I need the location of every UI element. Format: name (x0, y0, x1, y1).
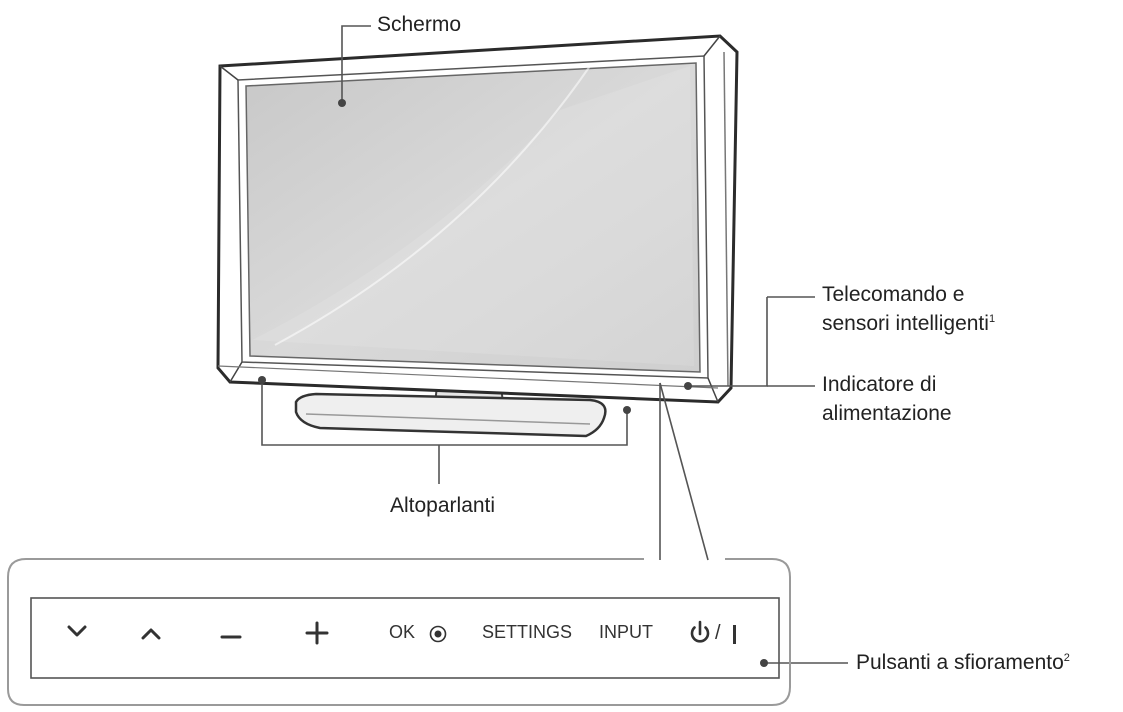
power-icon (690, 620, 710, 643)
screen-label: Schermo (377, 13, 462, 36)
tv-screen (245, 62, 701, 373)
chevron-up-icon (141, 628, 161, 640)
ok-button-label: OK (389, 622, 416, 642)
power-standby-bar (733, 625, 736, 644)
leader-lines (261, 25, 848, 664)
plus-icon (305, 621, 329, 645)
power-separator: / (715, 622, 721, 644)
settings-button-label: SETTINGS (482, 622, 573, 642)
leader-dots (258, 99, 768, 667)
radio-dot-icon (429, 625, 447, 643)
power-indicator-label: Indicatore di alimentazione (822, 373, 952, 425)
chevron-down-icon (67, 625, 87, 637)
remote-sensor-label: Telecomando e sensori intelligenti1 (822, 283, 996, 335)
touch-buttons-label: Pulsanti a sfioramento2 (856, 651, 1070, 674)
tv-stand (294, 377, 607, 438)
input-button-label: INPUT (599, 622, 653, 642)
speakers-label: Altoparlanti (390, 494, 496, 517)
touch-button-panel (7, 558, 791, 706)
